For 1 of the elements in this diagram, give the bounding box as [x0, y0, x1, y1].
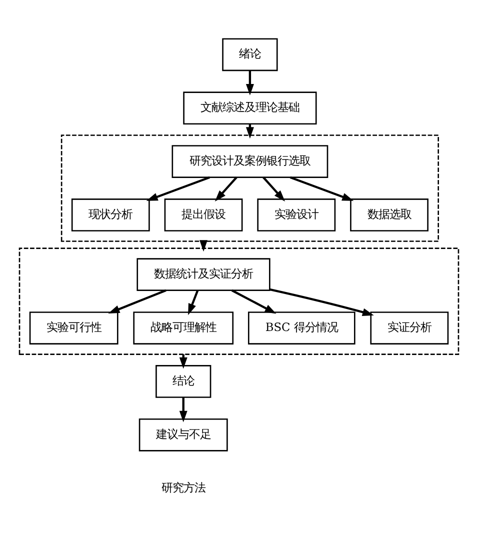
label: 研究方法 [160, 480, 205, 494]
